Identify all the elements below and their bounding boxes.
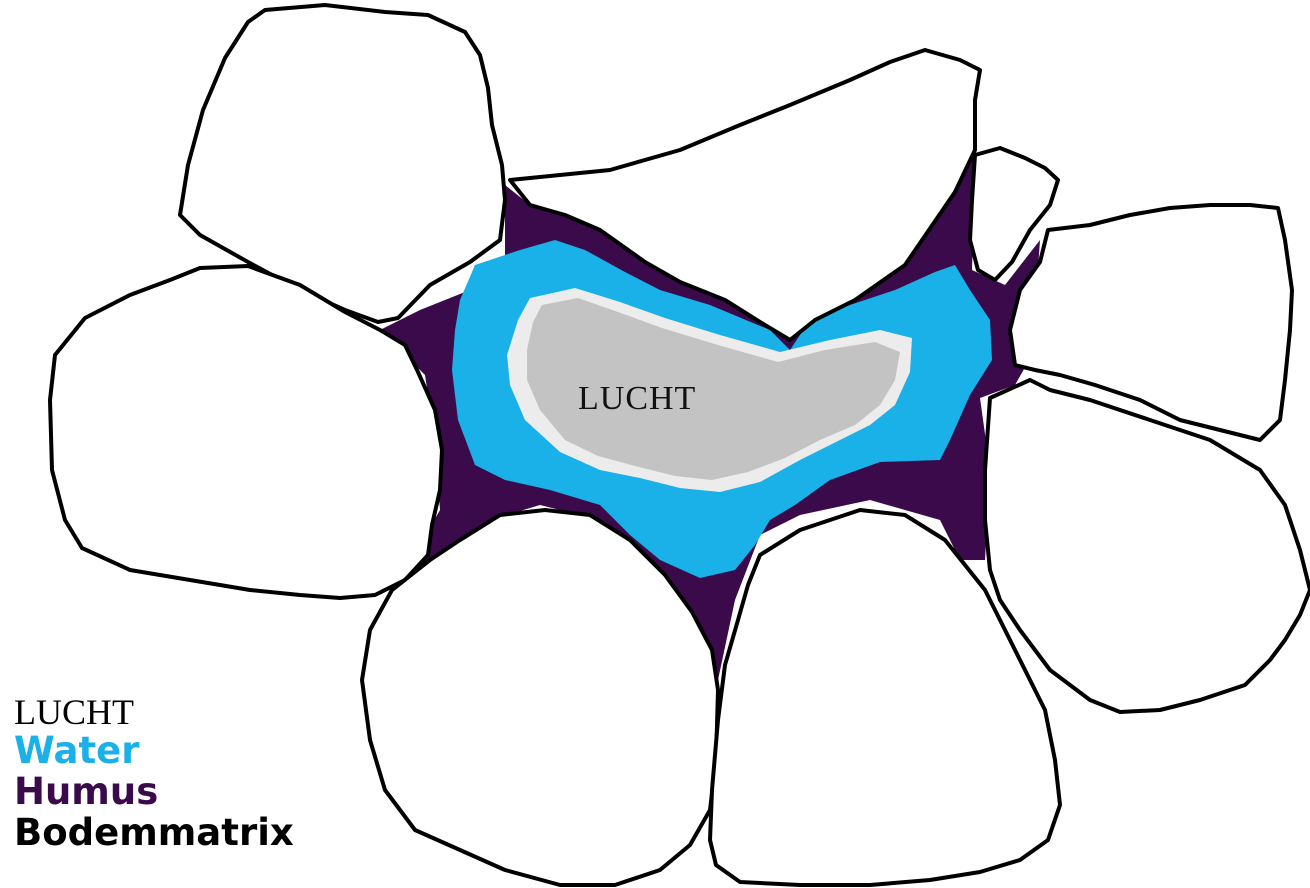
legend-matrix: Bodemmatrix bbox=[14, 814, 294, 851]
legend-humus: Humus bbox=[14, 773, 294, 810]
pore-label: LUCHT bbox=[578, 380, 696, 417]
legend-water: Water bbox=[14, 732, 294, 769]
legend-air: LUCHT bbox=[14, 694, 294, 730]
legend: LUCHT Water Humus Bodemmatrix bbox=[14, 694, 294, 851]
